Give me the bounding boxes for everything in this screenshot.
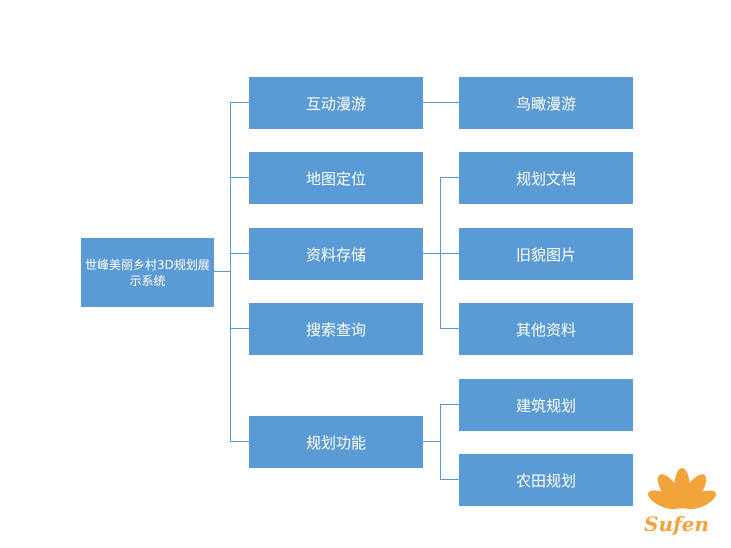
node-farmland-planning-label: 农田规划 — [515, 471, 576, 490]
connector-to-other-materials — [440, 328, 459, 329]
connector-to-farmland-planning — [440, 479, 459, 480]
node-farmland-planning: 农田规划 — [459, 454, 633, 506]
node-planning-function: 规划功能 — [249, 416, 423, 468]
node-planning-function-label: 规划功能 — [305, 433, 366, 452]
sufen-flower-logo-icon — [647, 468, 717, 510]
node-data-storage: 资料存储 — [249, 228, 423, 280]
connector-to-data-storage — [230, 253, 249, 254]
connector-planning-out — [423, 441, 441, 442]
logo-text: Sufen — [644, 512, 709, 536]
node-search-query-label: 搜索查询 — [305, 320, 366, 339]
connector-storage-out — [423, 253, 441, 254]
node-other-materials-label: 其他资料 — [515, 320, 576, 339]
node-interactive-tour-label: 互动漫游 — [305, 94, 366, 113]
node-planning-documents-label: 规划文档 — [515, 169, 576, 188]
connector-to-planning-function — [230, 441, 249, 442]
connector-tour-to-birdseye — [423, 102, 459, 103]
root-node: 世峰美丽乡村3D规划展示系统 — [81, 238, 214, 307]
node-planning-documents: 规划文档 — [459, 152, 633, 204]
node-old-photos: 旧貌图片 — [459, 228, 633, 280]
node-data-storage-label: 资料存储 — [305, 245, 366, 264]
node-map-positioning: 地图定位 — [249, 152, 423, 204]
node-other-materials: 其他资料 — [459, 303, 633, 355]
connector-to-search-query — [230, 328, 249, 329]
connector-to-map-positioning — [230, 177, 249, 178]
node-map-positioning-label: 地图定位 — [305, 169, 366, 188]
node-old-photos-label: 旧貌图片 — [515, 245, 576, 264]
node-interactive-tour: 互动漫游 — [249, 77, 423, 129]
connector-to-interactive-tour — [230, 102, 249, 103]
connector-planning-spine — [440, 404, 441, 480]
connector-to-building-planning — [440, 404, 459, 405]
node-birdseye-tour-label: 鸟瞰漫游 — [515, 94, 576, 113]
node-search-query: 搜索查询 — [249, 303, 423, 355]
connector-root-out — [214, 271, 231, 272]
node-building-planning: 建筑规划 — [459, 379, 633, 431]
root-node-label: 世峰美丽乡村3D规划展示系统 — [85, 257, 210, 288]
connector-root-spine — [230, 102, 231, 441]
node-birdseye-tour: 鸟瞰漫游 — [459, 77, 633, 129]
connector-to-planning-documents — [440, 177, 459, 178]
node-building-planning-label: 建筑规划 — [515, 396, 576, 415]
connector-to-old-photos — [440, 253, 459, 254]
